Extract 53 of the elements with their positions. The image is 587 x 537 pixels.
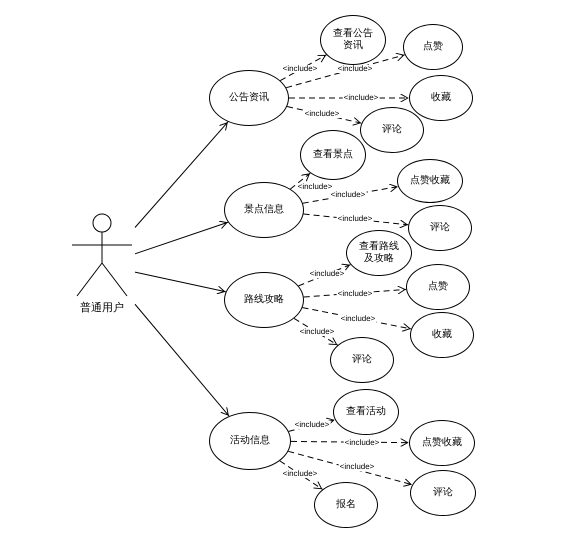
use-case-ellipse	[403, 24, 463, 70]
edge-label: <include>	[336, 65, 374, 73]
edge-label: <include>	[282, 470, 318, 478]
edge-label: <include>	[336, 215, 374, 223]
edge-label: <include>	[342, 94, 380, 102]
association-arrow	[134, 304, 230, 417]
use-case-label: 点赞收藏	[410, 174, 450, 188]
include-arrow	[290, 172, 311, 190]
edge-label: <include>	[336, 290, 374, 298]
actor-label: 普通用户	[80, 301, 124, 315]
use-case-label: 评论	[382, 124, 402, 136]
use-case-ellipse	[406, 264, 470, 310]
use-case-label: 收藏	[432, 328, 452, 342]
use-case-label: 路线攻略	[244, 294, 284, 306]
use-case-ellipse	[408, 205, 472, 251]
association-arrow	[134, 272, 226, 294]
use-case-label: 报名	[336, 498, 356, 512]
use-case-ellipse	[330, 337, 394, 383]
use-case-label: 收藏	[431, 92, 451, 104]
use-case-label: 活动信息	[230, 434, 270, 448]
use-case-label: 公告资讯	[229, 92, 269, 104]
association-arrow	[134, 220, 228, 254]
use-case-ellipse	[410, 470, 476, 516]
use-case-label: 查看活动	[346, 406, 386, 418]
use-case-label: 点赞	[423, 40, 443, 54]
association-arrow	[134, 121, 229, 228]
use-case-ellipse	[360, 107, 424, 153]
edge-label: <include>	[282, 65, 318, 73]
use-case-ellipse	[300, 130, 366, 180]
use-case-ellipse	[409, 75, 473, 121]
edge-label: <include>	[344, 439, 380, 447]
use-case-label: 查看景点	[313, 148, 353, 162]
edge-label: <include>	[330, 191, 366, 199]
use-case-label: 点赞收藏	[422, 436, 462, 450]
use-case-label: 景点信息	[244, 204, 284, 216]
edge-label: <include>	[340, 315, 376, 323]
use-case-ellipse	[320, 15, 386, 65]
use-case-label: 评论	[430, 222, 450, 234]
include-arrow	[288, 450, 413, 487]
use-case-label: 评论	[352, 354, 372, 366]
edge-label: <include>	[294, 421, 330, 429]
edge-label: <include>	[308, 270, 346, 278]
include-arrow	[280, 54, 327, 82]
edge-label: <include>	[304, 110, 340, 118]
use-case-ellipse	[346, 230, 412, 276]
use-case-label: 查看路线及攻略	[358, 240, 400, 266]
edge-label: <include>	[338, 463, 376, 471]
use-case-label: 评论	[433, 486, 453, 500]
include-arrow	[279, 460, 324, 490]
edge-label: <include>	[298, 328, 336, 336]
use-case-label: 点赞	[428, 280, 448, 294]
use-case-ellipse	[314, 482, 378, 528]
use-case-label: 查看公告资讯	[332, 28, 374, 52]
